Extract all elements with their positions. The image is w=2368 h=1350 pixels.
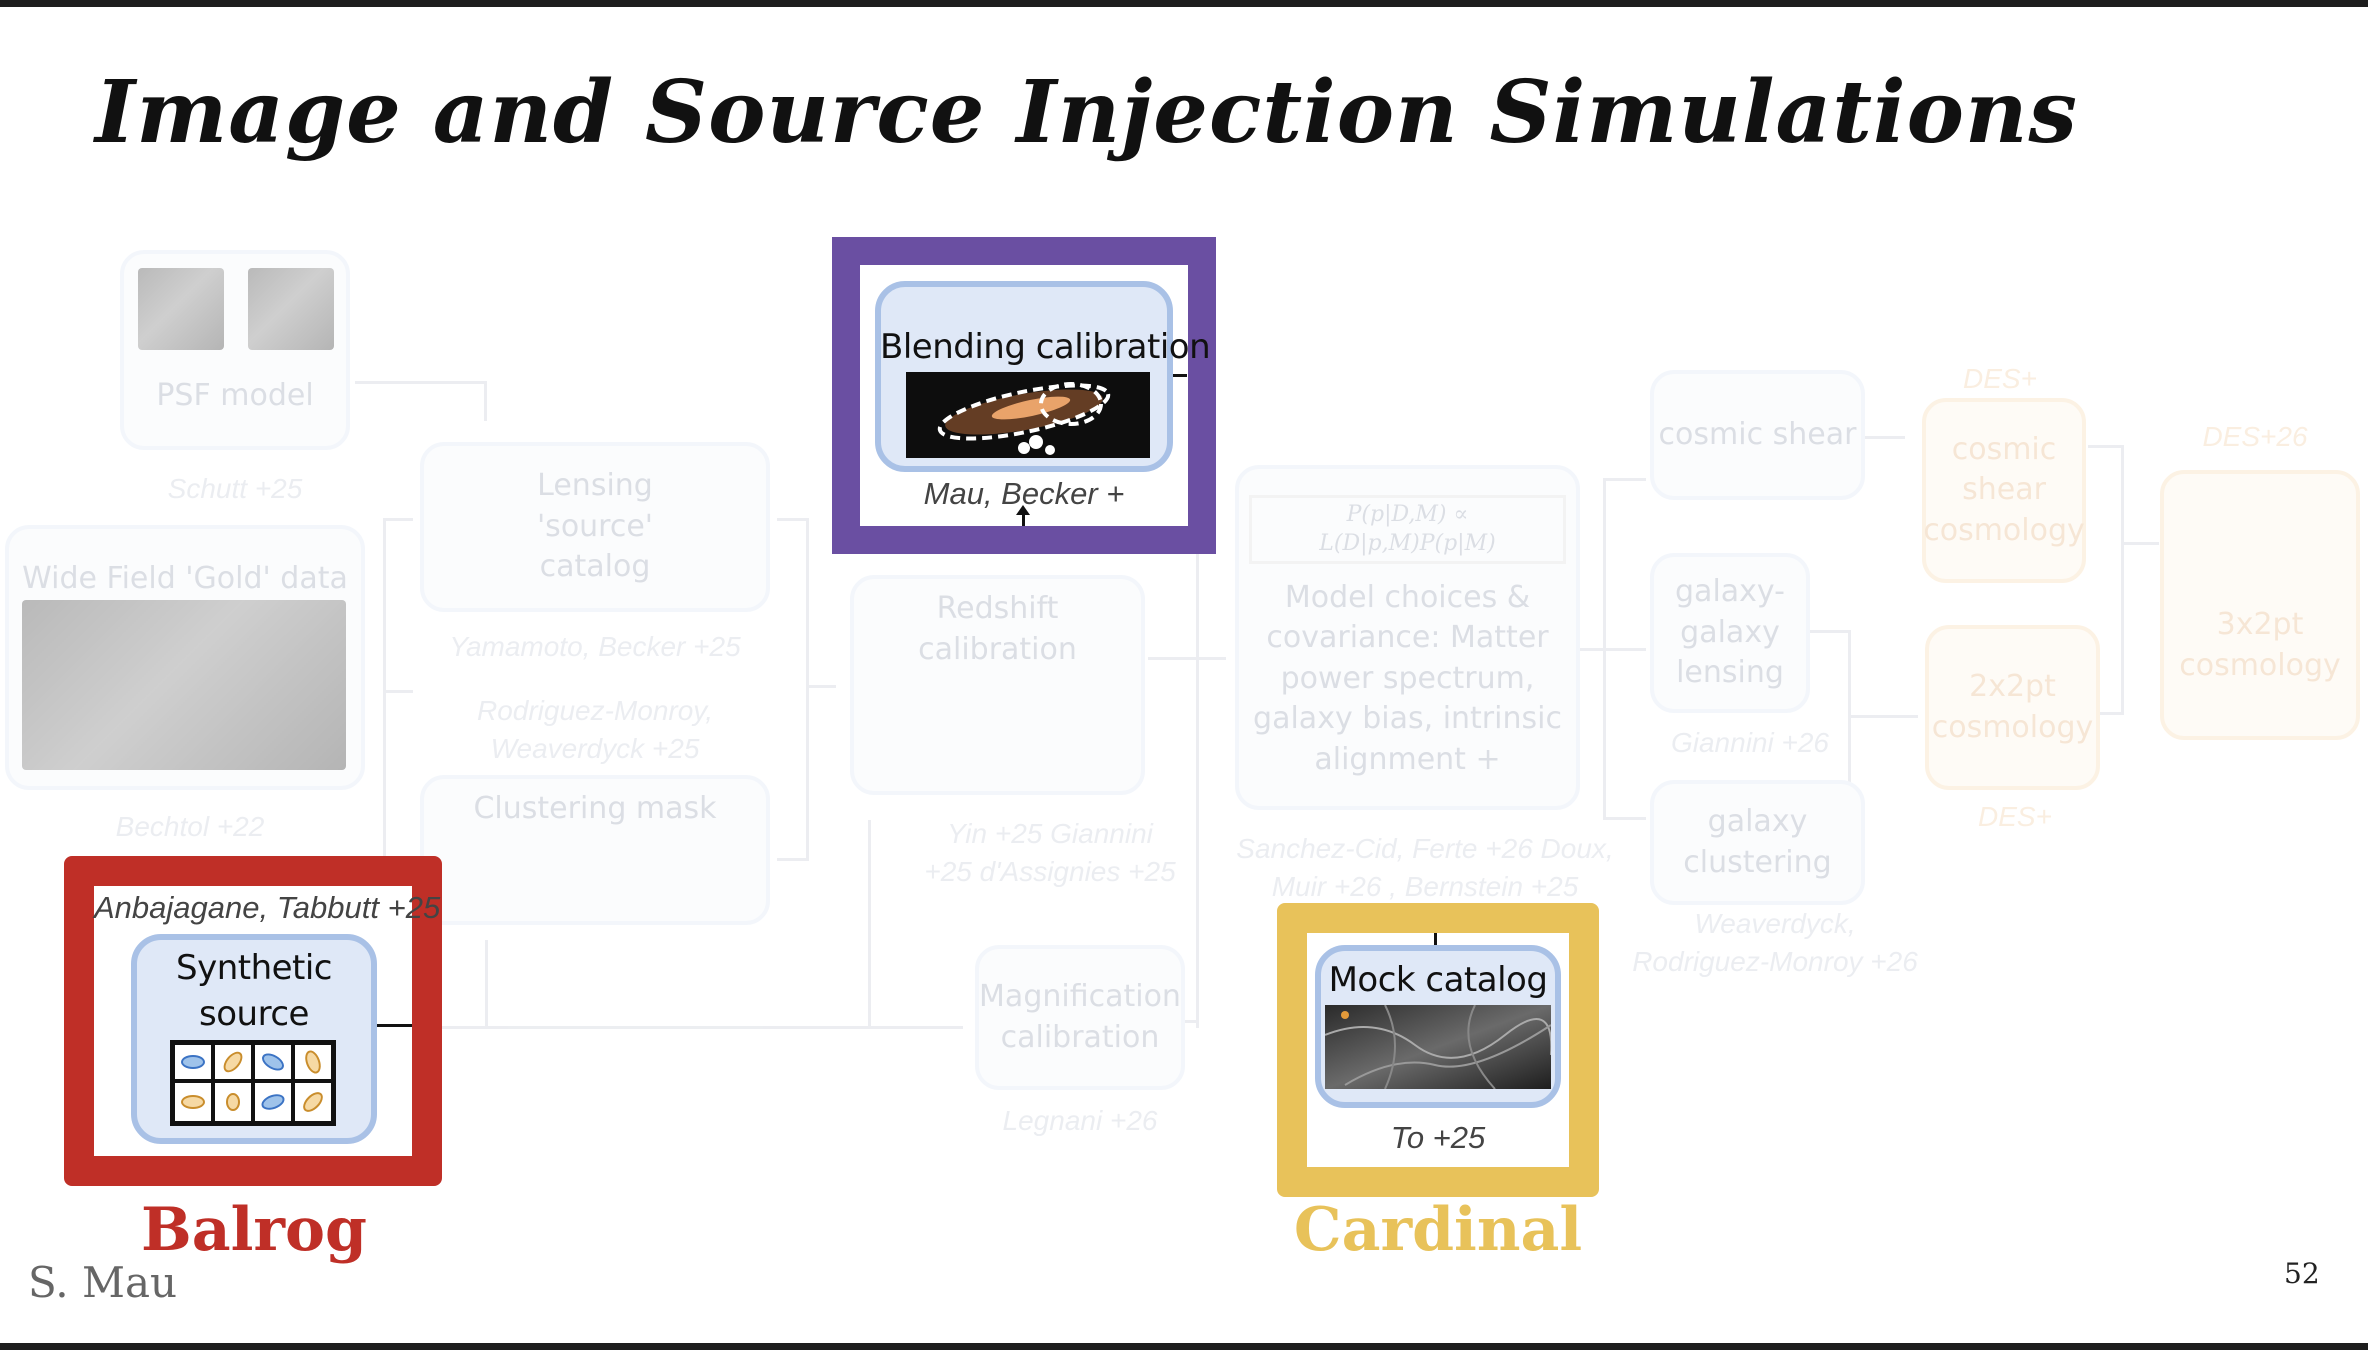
cosmic-shear-box: cosmic shear xyxy=(1650,370,1865,500)
magnification-calibration-label: Magnification calibration xyxy=(979,979,1181,1055)
des-bottom-label: DES+ xyxy=(1978,801,2052,832)
ggl-citation: Giannini +26 xyxy=(1670,727,1829,758)
threex2pt-label: 3x2pt cosmology xyxy=(2179,607,2341,683)
arrow-head xyxy=(1016,505,1030,515)
mock-connector xyxy=(1434,933,1437,945)
lensing-catalog-label: Lensing 'source' catalog xyxy=(536,468,654,584)
lensing-citation-2: Rodriguez-Monroy, Weaverdyck +25 xyxy=(476,695,714,764)
blending-arrow xyxy=(1022,512,1025,526)
psf-model-label: PSF model xyxy=(156,377,314,413)
gold-data-label: Wide Field 'Gold' data xyxy=(22,561,348,596)
threex2pt-box: 3x2pt cosmology xyxy=(2160,470,2360,740)
redshift-calibration-box: Redshift calibration xyxy=(850,575,1145,795)
psf-citation: Schutt +25 xyxy=(167,473,303,504)
clustering-mask-label: Clustering mask xyxy=(473,791,717,826)
ggl-label: galaxy-galaxy lensing xyxy=(1675,574,1785,691)
blending-calibration-label: Blending calibration xyxy=(880,327,1211,367)
galaxy-clustering-box: galaxy clustering xyxy=(1650,780,1865,905)
psf-model-box: PSF model xyxy=(120,250,350,450)
lensing-catalog-box: Lensing 'source' catalog xyxy=(420,442,770,612)
model-formula: P(p|D,M) ∝ L(D|p,M)P(p|M) xyxy=(1249,494,1566,564)
blending-connector xyxy=(1173,374,1187,377)
cosmic-shear-label: cosmic shear xyxy=(1658,416,1857,452)
model-choices-box: P(p|D,M) ∝ L(D|p,M)P(p|M) Model choices … xyxy=(1235,465,1580,810)
redshift-citation: Yin +25 Giannini +25 d'Assignies +25 xyxy=(924,818,1176,887)
top-border xyxy=(0,0,2368,7)
model-citation: Sanchez-Cid, Ferte +26 Doux, Muir +26 , … xyxy=(1236,833,1614,902)
redshift-calibration-label: Redshift calibration xyxy=(918,591,1077,667)
galaxy-clustering-label: galaxy clustering xyxy=(1683,804,1832,880)
mock-catalog-image xyxy=(1325,1005,1551,1089)
gold-citation: Bechtol +22 xyxy=(115,811,265,842)
clustering-mask-box: Clustering mask xyxy=(420,775,770,925)
model-choices-label: Model choices & covariance: Matter power… xyxy=(1253,579,1562,777)
gold-data-box: Wide Field 'Gold' data xyxy=(5,525,365,790)
twox2pt-label: 2x2pt cosmology xyxy=(1931,669,2094,745)
synthetic-citation: Anbajagane, Tabbutt +25 xyxy=(94,890,441,925)
bottom-border xyxy=(0,1343,2368,1350)
magnification-calibration-box: Magnification calibration xyxy=(975,945,1185,1090)
twox2pt-box: 2x2pt cosmology xyxy=(1925,625,2100,790)
threex2pt-citation: DES+26 xyxy=(2202,421,2308,452)
magnification-citation: Legnani +26 xyxy=(1002,1105,1158,1136)
blended-galaxy-image xyxy=(906,372,1150,458)
synthetic-frame xyxy=(64,856,442,1186)
cosmic-shear-cosmology-label: cosmic shear cosmology xyxy=(1923,431,2085,548)
synthetic-connector xyxy=(377,1024,412,1027)
cardinal-label: Cardinal xyxy=(1293,1195,1583,1265)
cosmic-shear-cosmology-box: cosmic shear cosmology xyxy=(1922,398,2086,583)
author-name: S. Mau xyxy=(28,1258,178,1307)
injection-grid xyxy=(170,1040,336,1126)
page-number: 52 xyxy=(2284,1257,2320,1290)
ggl-box: galaxy-galaxy lensing xyxy=(1650,553,1810,713)
des-top-label: DES+ xyxy=(1963,363,2037,394)
lensing-citation-1: Yamamoto, Becker +25 xyxy=(449,631,741,662)
balrog-label: Balrog xyxy=(141,1195,367,1265)
mock-catalog-label: Mock catalog xyxy=(1328,960,1548,1000)
clustering-citation: Weaverdyck, Rodriguez-Monroy +26 xyxy=(1632,908,1918,977)
slide-title: Image and Source Injection Simulations xyxy=(95,62,2078,163)
mock-citation: To +25 xyxy=(1390,1120,1486,1155)
